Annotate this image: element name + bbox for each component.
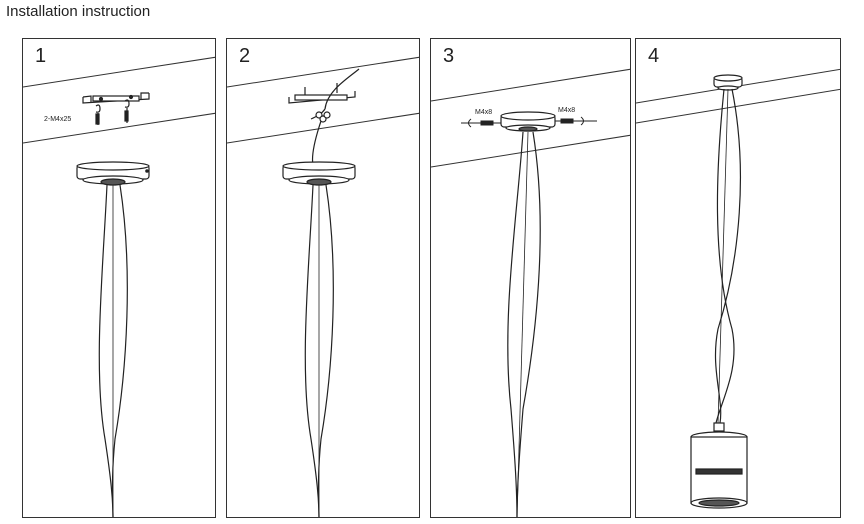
step-3-illustration xyxy=(431,68,630,517)
screw-label: 2-M4x25 xyxy=(44,116,72,123)
ceiling-line xyxy=(227,112,419,144)
screw-label-right: M4x8 xyxy=(558,107,576,114)
mounting-bracket xyxy=(288,83,356,104)
ceiling-line xyxy=(227,56,419,88)
step-3-panel: 3 M4x8 M4x8 xyxy=(430,38,631,518)
screw-icon xyxy=(461,116,597,128)
ceiling-line xyxy=(431,68,630,102)
screw-icon xyxy=(95,99,130,125)
step-1-illustration xyxy=(23,56,215,517)
step-number: 1 xyxy=(35,45,47,67)
step-4-illustration xyxy=(636,68,840,509)
step-number: 2 xyxy=(239,45,251,67)
step-2-panel: 2 xyxy=(226,38,420,518)
step-number: 4 xyxy=(648,45,660,67)
page-title: Installation instruction xyxy=(6,3,151,20)
pendant-cable xyxy=(304,184,334,517)
wire-connector-icon xyxy=(310,68,360,166)
ceiling-canopy xyxy=(282,161,356,186)
pendant-cable xyxy=(507,131,541,517)
step-2-illustration xyxy=(227,56,419,517)
pendant-cable xyxy=(714,88,742,424)
ceiling-canopy xyxy=(76,161,150,186)
ceiling-canopy xyxy=(500,111,556,132)
step-4-panel: 4 xyxy=(635,38,841,518)
ceiling-line xyxy=(23,112,215,144)
ceiling-canopy xyxy=(713,74,743,91)
pendant-cable xyxy=(98,184,128,517)
pendant-lamp-icon xyxy=(690,422,748,509)
step-number: 3 xyxy=(443,45,455,67)
screw-label-left: M4x8 xyxy=(475,109,493,116)
ceiling-line xyxy=(23,56,215,88)
step-1-panel: 1 xyxy=(22,38,216,518)
ceiling-line xyxy=(431,134,630,168)
ceiling-line xyxy=(636,88,840,124)
mounting-bracket xyxy=(82,92,150,104)
